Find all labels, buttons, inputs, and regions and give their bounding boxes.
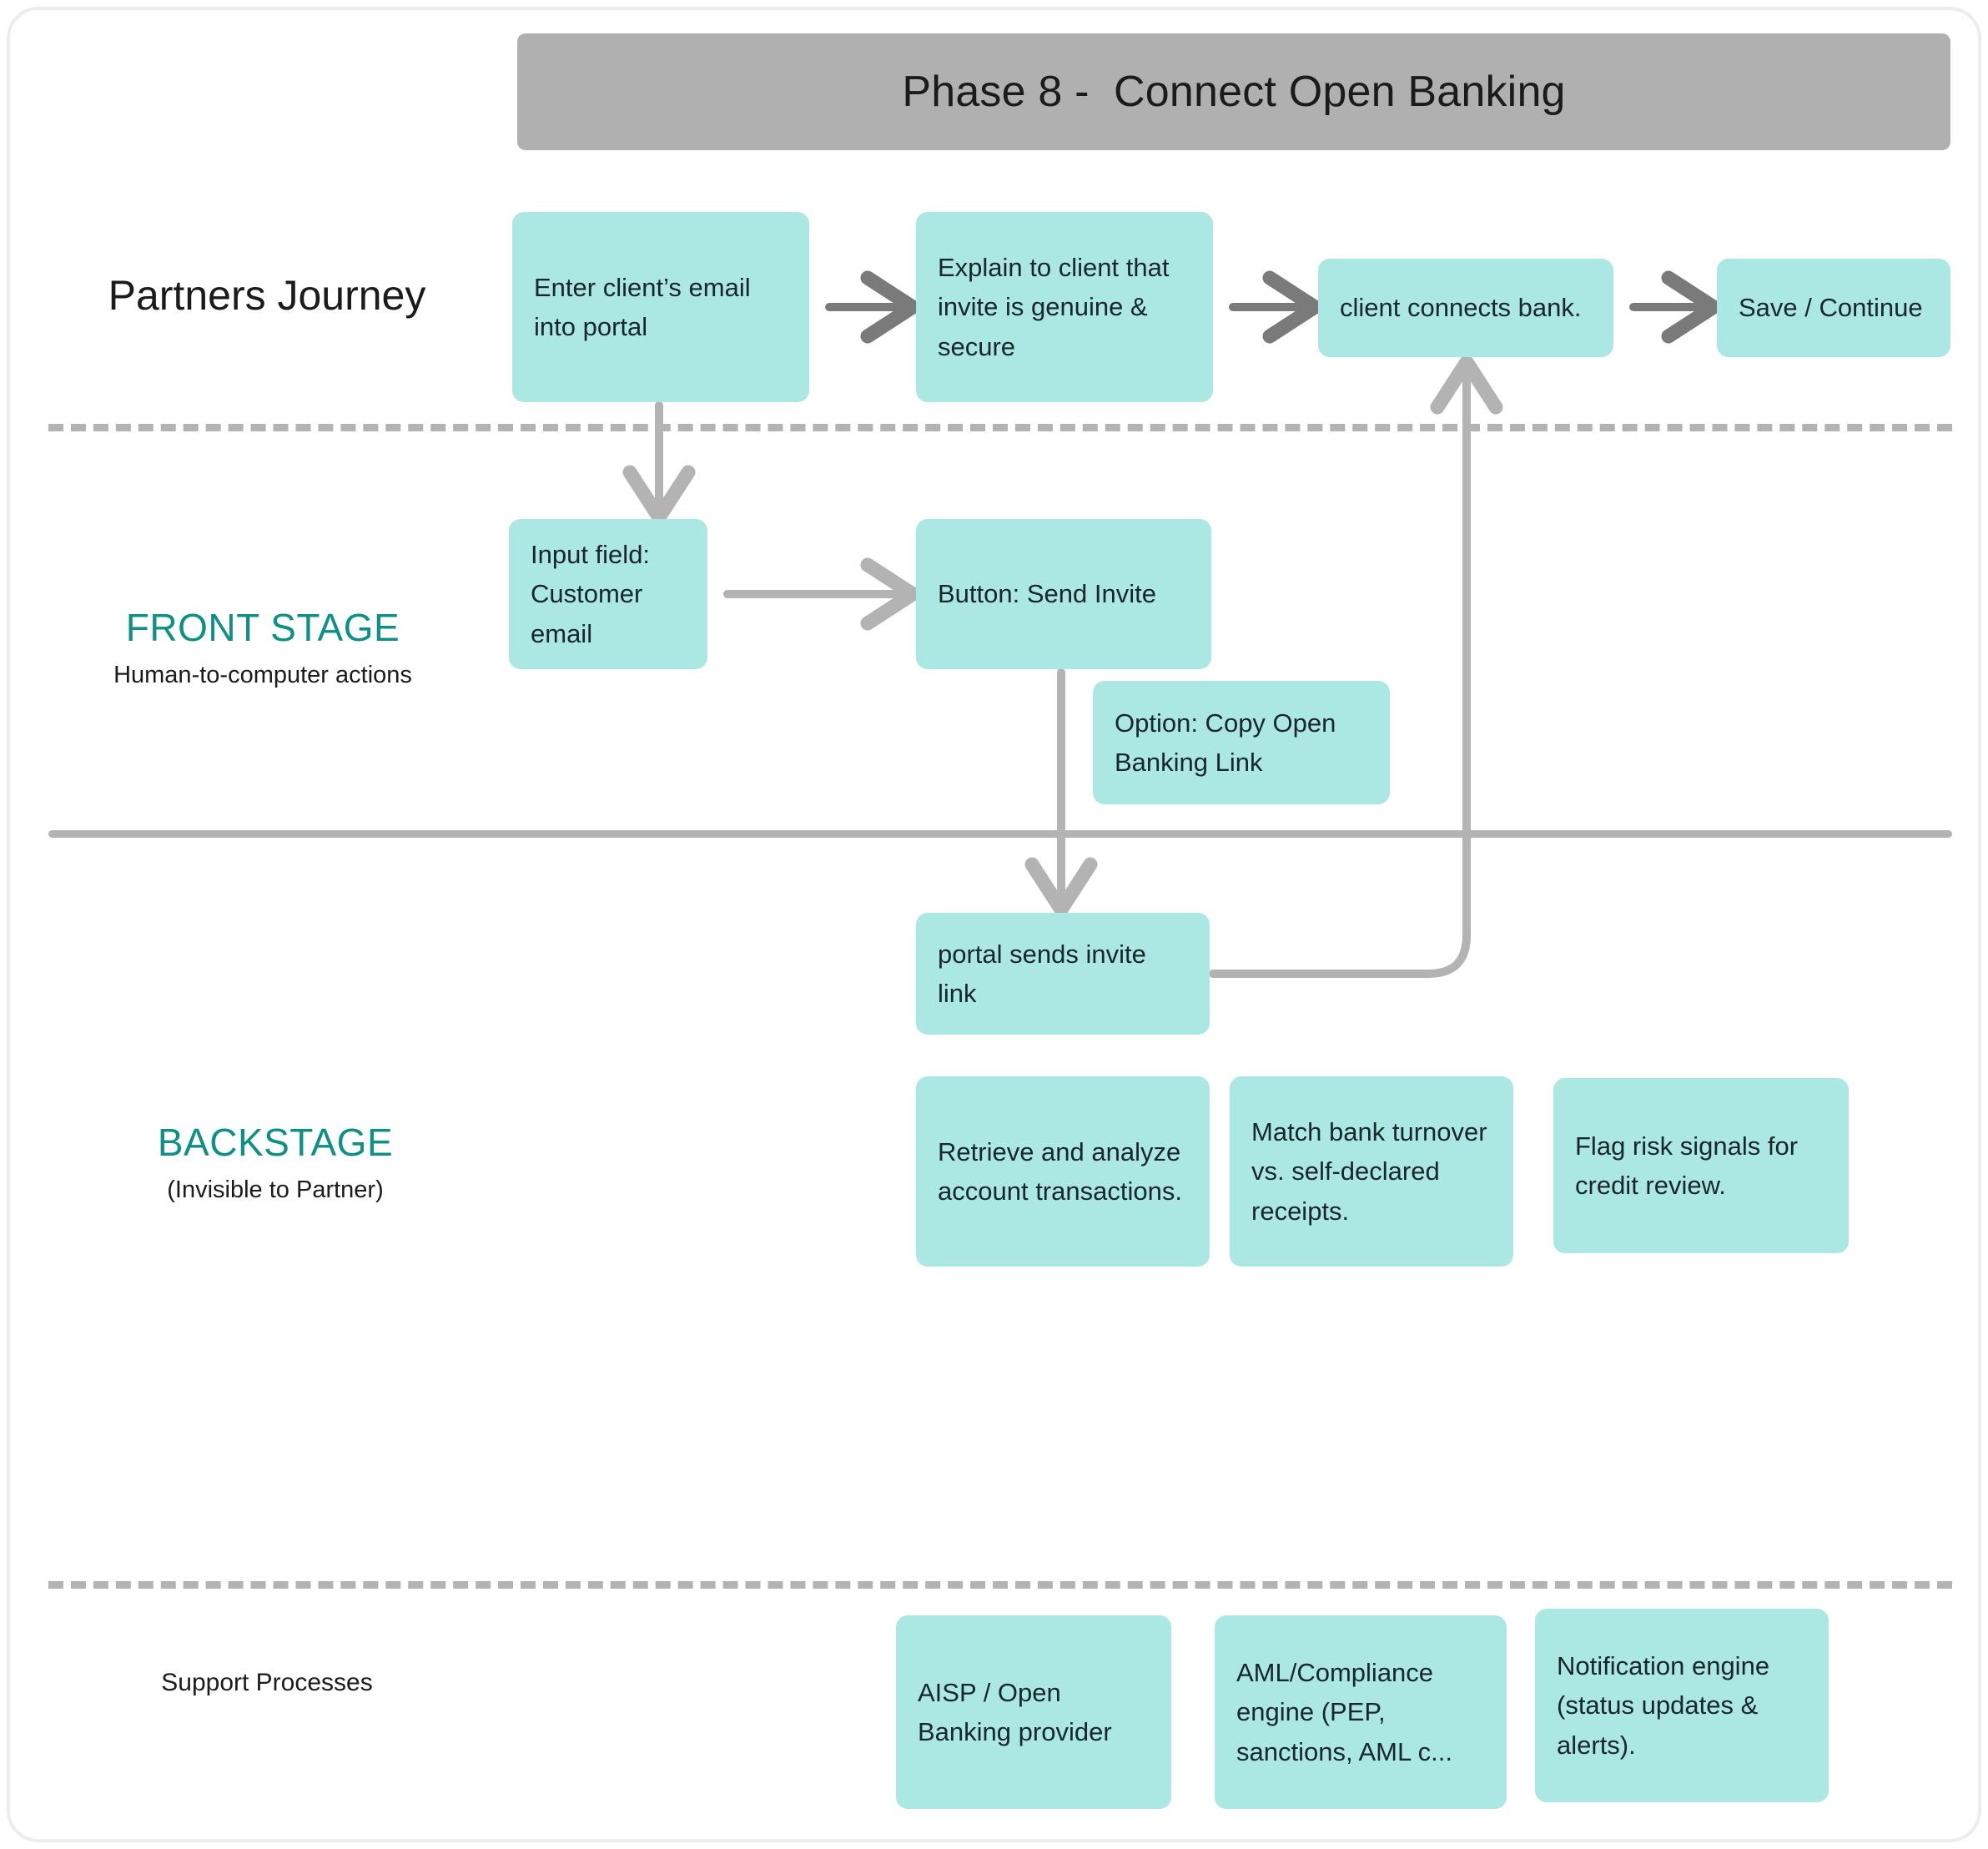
phase-header-banner: Phase 8 - Connect Open Banking — [517, 33, 1950, 150]
box-notification-engine-label: Notification engine (status updates & al… — [1557, 1651, 1770, 1760]
lane-label-backstage: BACKSTAGE (Invisible to Partner) — [67, 1121, 484, 1204]
lane-label-front-stage: FRONT STAGE Human-to-computer actions — [42, 607, 484, 689]
divider-line-of-visibility — [48, 830, 1952, 838]
box-option-copy-open-banking-link[interactable]: Option: Copy Open Banking Link — [1093, 681, 1390, 804]
box-retrieve-analyze-transactions[interactable]: Retrieve and analyze account transaction… — [916, 1076, 1210, 1267]
box-client-connects-bank-label: client connects bank. — [1340, 293, 1582, 323]
box-portal-sends-invite-link-label: portal sends invite link — [938, 939, 1146, 1008]
partners-journey-title: Partners Journey — [108, 272, 426, 319]
backstage-subtitle: (Invisible to Partner) — [167, 1176, 384, 1203]
box-aml-compliance-engine-label: AML/Compliance engine (PEP, sanctions, A… — [1236, 1658, 1453, 1766]
box-input-field-customer-email[interactable]: Input field: Customer email — [509, 519, 707, 669]
box-client-connects-bank[interactable]: client connects bank. — [1318, 259, 1613, 357]
front-stage-subtitle: Human-to-computer actions — [113, 661, 412, 688]
connector-portal-sends-to-client-connects — [1209, 355, 1503, 978]
box-notification-engine[interactable]: Notification engine (status updates & al… — [1535, 1609, 1829, 1802]
lane-label-support-processes: Support Processes — [50, 1669, 484, 1697]
box-aisp-open-banking-provider-label: AISP / Open Banking provider — [918, 1677, 1112, 1746]
box-aml-compliance-engine[interactable]: AML/Compliance engine (PEP, sanctions, A… — [1215, 1615, 1507, 1809]
box-explain-invite-genuine-label: Explain to client that invite is genuine… — [938, 253, 1170, 361]
phase-title: Phase 8 - Connect Open Banking — [902, 68, 1566, 116]
box-flag-risk-signals-label: Flag risk signals for credit review. — [1575, 1131, 1799, 1200]
box-enter-client-email[interactable]: Enter client’s email into portal — [512, 212, 809, 402]
box-enter-client-email-label: Enter client’s email into portal — [534, 272, 751, 341]
box-aisp-open-banking-provider[interactable]: AISP / Open Banking provider — [896, 1615, 1171, 1809]
box-save-continue-label: Save / Continue — [1739, 293, 1923, 323]
divider-line-of-interaction — [48, 424, 1952, 431]
front-stage-title: FRONT STAGE — [125, 606, 400, 649]
box-input-field-customer-email-label: Input field: Customer email — [531, 540, 651, 648]
box-option-copy-open-banking-link-label: Option: Copy Open Banking Link — [1115, 708, 1336, 777]
box-match-bank-turnover-label: Match bank turnover vs. self-declared re… — [1251, 1117, 1487, 1226]
box-match-bank-turnover[interactable]: Match bank turnover vs. self-declared re… — [1230, 1076, 1513, 1267]
box-save-continue[interactable]: Save / Continue — [1717, 259, 1950, 357]
box-explain-invite-genuine[interactable]: Explain to client that invite is genuine… — [916, 212, 1213, 402]
divider-line-of-internal-interaction — [48, 1581, 1952, 1589]
box-button-send-invite[interactable]: Button: Send Invite — [916, 519, 1211, 669]
backstage-title: BACKSTAGE — [157, 1121, 394, 1164]
box-button-send-invite-label: Button: Send Invite — [938, 579, 1156, 609]
box-retrieve-analyze-transactions-label: Retrieve and analyze account transaction… — [938, 1136, 1182, 1206]
support-processes-title: Support Processes — [161, 1669, 373, 1696]
box-portal-sends-invite-link[interactable]: portal sends invite link — [916, 913, 1210, 1035]
lane-label-partners-journey: Partners Journey — [50, 271, 484, 320]
box-flag-risk-signals[interactable]: Flag risk signals for credit review. — [1553, 1078, 1849, 1253]
